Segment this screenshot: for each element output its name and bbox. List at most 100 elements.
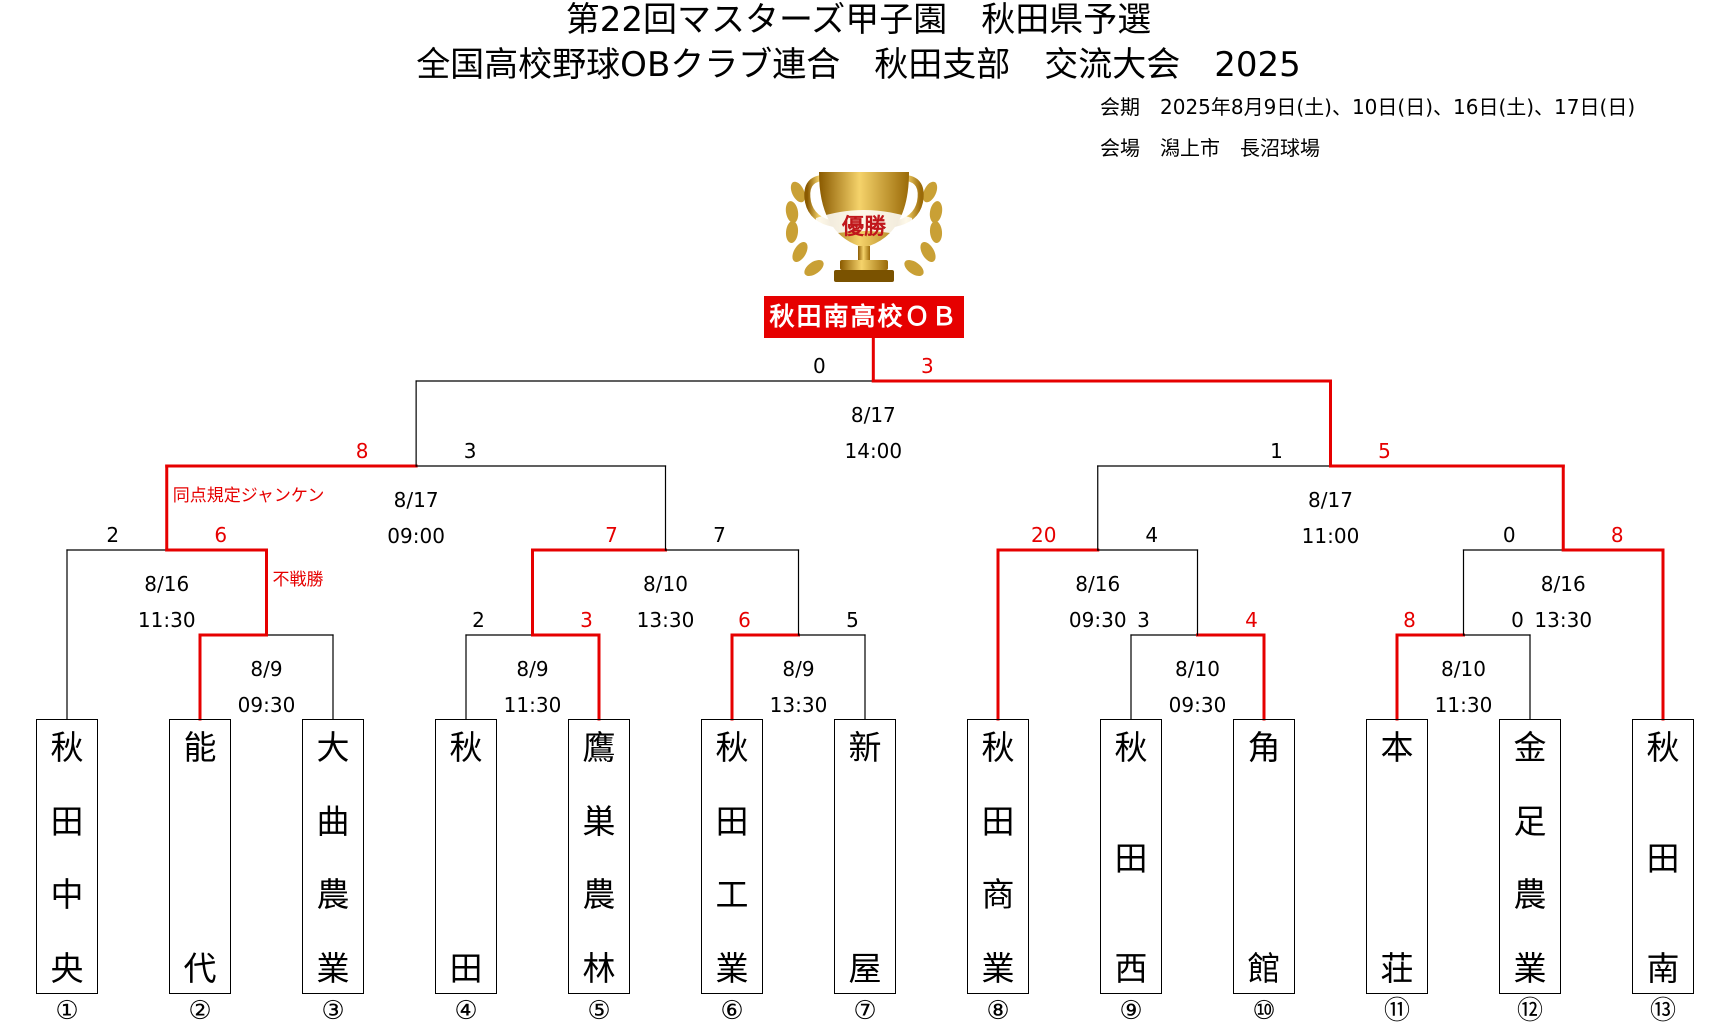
m8-time: 09:30 xyxy=(1068,608,1127,632)
team-name-char: 秋 xyxy=(50,728,84,767)
team-name-char: 巣 xyxy=(582,801,616,841)
m7-date: 8/10 xyxy=(643,572,688,596)
m5-date: 8/10 xyxy=(1441,657,1486,681)
team-box-7: 新屋 xyxy=(834,719,896,994)
team-name-char: 角 xyxy=(1247,728,1281,767)
team-name-char: 田 xyxy=(50,801,84,841)
team-name-char: 田 xyxy=(1646,838,1680,878)
team-name-char: 田 xyxy=(715,801,749,841)
period-text: 会期 2025年8月9日(土)、10日(日)、16日(土)、17日(日) xyxy=(1100,95,1636,119)
team-name-char: 業 xyxy=(715,948,749,988)
team-number-5: ⑤ xyxy=(587,996,611,1026)
m12-score-left: 0 xyxy=(812,354,826,378)
m3-date: 8/9 xyxy=(782,657,815,681)
team-number-2: ② xyxy=(188,996,212,1026)
m12-time: 14:00 xyxy=(844,439,903,463)
team-name-char: 秋 xyxy=(715,728,749,767)
team-box-13: 秋田南 xyxy=(1632,719,1694,994)
team-name-char: 屋 xyxy=(848,949,882,988)
m7-score-left: 7 xyxy=(605,523,618,547)
team-name-char: 業 xyxy=(1513,948,1547,988)
m1-time: 09:30 xyxy=(237,693,296,717)
team-name-char: 業 xyxy=(981,948,1015,988)
team-box-8: 秋田商業 xyxy=(967,719,1029,994)
team-number-11: ⑪ xyxy=(1383,996,1410,1026)
team-name-char: 館 xyxy=(1247,949,1281,988)
team-name-char: 農 xyxy=(582,875,616,915)
m4-score-right: 4 xyxy=(1245,608,1258,632)
m9-time: 13:30 xyxy=(1534,608,1593,632)
m8-score-left: 20 xyxy=(1031,523,1057,547)
m8-date: 8/16 xyxy=(1075,572,1121,596)
m7-time: 13:30 xyxy=(636,608,695,632)
m10-time: 09:00 xyxy=(387,524,445,548)
team-name-char: 秋 xyxy=(1114,728,1148,767)
team-number-7: ⑦ xyxy=(853,996,877,1026)
team-box-2: 能代 xyxy=(169,719,231,994)
m6-date: 8/16 xyxy=(144,572,190,596)
team-name-char: 西 xyxy=(1114,949,1148,988)
m6-time: 11:30 xyxy=(137,608,196,632)
m9-score-left: 0 xyxy=(1502,523,1516,547)
m11-date: 8/17 xyxy=(1308,488,1353,512)
team-box-12: 金足農業 xyxy=(1499,719,1561,994)
m6-score-left: 2 xyxy=(106,523,120,547)
team-box-3: 大曲農業 xyxy=(302,719,364,994)
m10-score-right: 3 xyxy=(463,439,477,463)
team-name-char: 央 xyxy=(50,948,84,988)
m10-date: 8/17 xyxy=(393,488,439,512)
m6-score-right: 6 xyxy=(214,523,228,547)
team-name-char: 田 xyxy=(1114,838,1148,878)
team-box-10: 角館 xyxy=(1233,719,1295,994)
team-name-char: 秋 xyxy=(981,728,1015,767)
team-name-char: 林 xyxy=(582,948,616,988)
m10-score-left: 8 xyxy=(355,439,369,463)
trophy-icon: 優勝 xyxy=(785,172,943,282)
m6-note: 不戦勝 xyxy=(272,570,324,590)
team-box-9: 秋田西 xyxy=(1100,719,1162,994)
m12-date: 8/17 xyxy=(850,403,896,427)
trophy-text: 優勝 xyxy=(841,214,887,240)
m9-date: 8/16 xyxy=(1540,572,1586,596)
team-name-char: 鷹 xyxy=(582,728,616,767)
team-name-char: 農 xyxy=(316,875,350,915)
team-box-5: 鷹巣農林 xyxy=(568,719,630,994)
venue-text: 会場 潟上市 長沼球場 xyxy=(1100,136,1320,160)
m3-score-left: 6 xyxy=(738,608,751,632)
team-name-char: 業 xyxy=(316,948,350,988)
team-box-1: 秋田中央 xyxy=(36,719,98,994)
team-name-char: 秋 xyxy=(1646,728,1680,767)
team-box-4: 秋田 xyxy=(435,719,497,994)
team-name-char: 商 xyxy=(981,875,1015,915)
team-number-8: ⑧ xyxy=(986,996,1010,1026)
team-number-12: ⑫ xyxy=(1516,996,1543,1026)
team-box-11: 本荘 xyxy=(1366,719,1428,994)
team-name-char: 代 xyxy=(183,949,217,988)
team-name-char: 秋 xyxy=(449,728,483,767)
m11-time: 11:00 xyxy=(1301,524,1360,548)
team-name-char: 新 xyxy=(848,728,882,767)
team-name-char: 足 xyxy=(1513,801,1547,841)
team-box-6: 秋田工業 xyxy=(701,719,763,994)
title-line2: 全国高校野球OBクラブ連合 秋田支部 交流大会 2025 xyxy=(416,45,1301,85)
team-name-char: 田 xyxy=(449,949,483,988)
m9-score-right: 8 xyxy=(1610,523,1624,547)
m5-time: 11:30 xyxy=(1434,693,1493,717)
team-name-char: 能 xyxy=(183,728,217,767)
m5-score-left: 8 xyxy=(1403,608,1416,632)
m7-score-right: 7 xyxy=(713,523,726,547)
team-number-4: ④ xyxy=(454,996,478,1026)
team-name-char: 曲 xyxy=(316,801,350,841)
m11-score-left: 1 xyxy=(1270,439,1283,463)
team-name-char: 工 xyxy=(715,875,749,915)
team-name-char: 農 xyxy=(1513,875,1547,915)
m3-score-right: 5 xyxy=(846,608,859,632)
team-number-6: ⑥ xyxy=(720,996,744,1026)
m2-score-right: 3 xyxy=(580,608,593,632)
team-name-char: 金 xyxy=(1513,728,1547,767)
team-name-char: 南 xyxy=(1646,949,1680,988)
m8-score-right: 4 xyxy=(1145,523,1159,547)
m5-score-right: 0 xyxy=(1511,608,1524,632)
team-name-char: 荘 xyxy=(1380,949,1414,988)
